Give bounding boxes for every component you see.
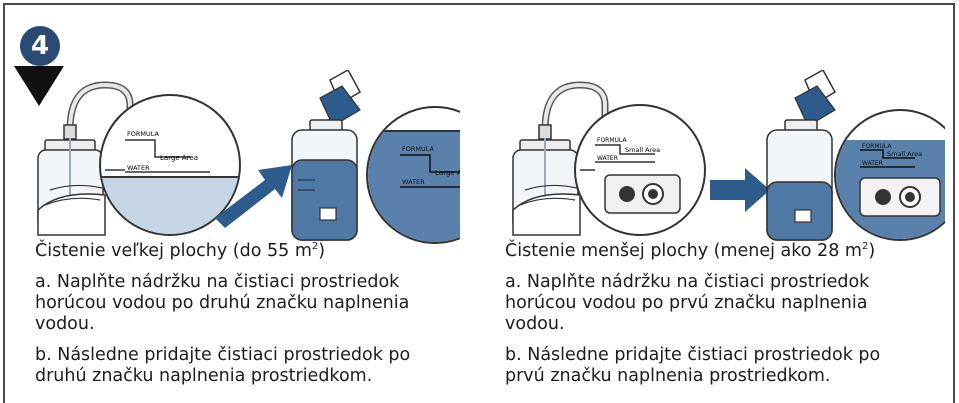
svg-text:WATER: WATER bbox=[597, 155, 618, 162]
small-area-water-marker-zoom: FORMULA WATER Small Area bbox=[574, 104, 706, 236]
small-area-instructions: Čistenie menšej plochy (menej ako 28 m2)… bbox=[505, 241, 950, 387]
svg-text:Large Area: Large Area bbox=[435, 169, 460, 177]
svg-text:FORMULA: FORMULA bbox=[402, 145, 435, 153]
large-area-step-b: b. Následne pridajte čistiaci prostriedo… bbox=[35, 345, 411, 386]
down-arrow-icon bbox=[14, 66, 64, 106]
large-area-formula-marker-zoom: FORMULA WATER Large Area bbox=[366, 106, 460, 244]
small-area-illustration: FORMULA WATER Small Area FORMULA WATER S… bbox=[512, 70, 945, 241]
tank-under-faucet-icon bbox=[37, 138, 106, 236]
tank-with-formula-icon bbox=[766, 119, 833, 241]
svg-text:FORMULA: FORMULA bbox=[127, 130, 160, 138]
svg-text:Large Area: Large Area bbox=[160, 154, 198, 162]
tank-with-formula-icon bbox=[291, 119, 358, 241]
small-area-formula-marker-zoom: FORMULA WATER Small Area bbox=[834, 109, 945, 241]
svg-text:FORMULA: FORMULA bbox=[862, 143, 892, 150]
content-frame bbox=[3, 3, 955, 403]
svg-text:WATER: WATER bbox=[862, 160, 883, 167]
large-area-heading: Čistenie veľkej plochy (do 55 m2) bbox=[35, 241, 326, 261]
large-area-instructions: Čistenie veľkej plochy (do 55 m2) a. Nap… bbox=[35, 241, 475, 387]
svg-text:Small Area: Small Area bbox=[887, 150, 922, 158]
bottle-pouring-icon bbox=[794, 70, 837, 166]
small-area-step-a: a. Naplňte nádržku na čistiaci prostried… bbox=[505, 272, 870, 334]
big-arrow-icon bbox=[710, 168, 770, 212]
svg-text:WATER: WATER bbox=[402, 178, 425, 186]
small-area-heading: Čistenie menšej plochy (menej ako 28 m2) bbox=[505, 241, 876, 261]
tank-under-faucet-icon bbox=[512, 138, 581, 236]
faucet-icon bbox=[63, 81, 134, 180]
svg-text:WATER: WATER bbox=[127, 164, 150, 172]
large-area-illustration: FORMULA WATER Large Area FORMULA WATER L… bbox=[37, 70, 460, 244]
large-area-step-a: a. Naplňte nádržku na čistiaci prostried… bbox=[35, 272, 410, 334]
faucet-icon bbox=[538, 81, 609, 180]
svg-text:Small Area: Small Area bbox=[625, 146, 660, 154]
small-area-step-b: b. Následne pridajte čistiaci prostriedo… bbox=[505, 345, 881, 386]
svg-text:FORMULA: FORMULA bbox=[597, 137, 627, 144]
large-area-water-marker-zoom: FORMULA WATER Large Area bbox=[99, 94, 241, 236]
step-number-badge: 4 bbox=[20, 26, 60, 66]
big-arrow-icon bbox=[215, 165, 292, 228]
